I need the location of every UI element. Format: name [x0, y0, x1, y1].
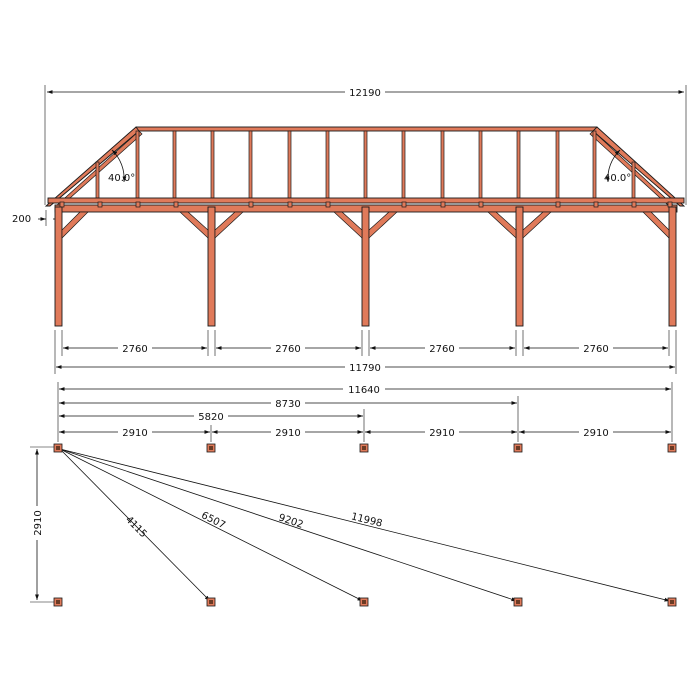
- post-footprint: [513, 597, 523, 607]
- post-footprint: [667, 597, 677, 607]
- cumulative-dimensions: 11640 8730 5820: [57, 382, 673, 442]
- roof-angle-left: 40.0°: [108, 149, 135, 184]
- bay-spacing-2: 2910: [275, 428, 300, 439]
- post-footprint: [359, 443, 369, 453]
- roof-angle-right-label: 40.0°: [604, 173, 631, 184]
- cumulative-two-bays: 5820: [198, 412, 223, 423]
- bay-spacing-3: 2910: [429, 428, 454, 439]
- cumulative-three-bays: 8730: [275, 399, 300, 410]
- depth-label: 2910: [33, 510, 44, 535]
- joist-ends: [59, 201, 673, 208]
- bay-width-4: 2760: [583, 344, 608, 355]
- post-footprint: [53, 443, 63, 453]
- roof-angle-right: 40.0°: [604, 149, 631, 184]
- post-footprint: [53, 597, 63, 607]
- bay-spacing-dimensions: 2910 2910 2910 2910: [58, 426, 671, 439]
- post-footprint: [513, 443, 523, 453]
- eave-offset-label: 200: [12, 214, 31, 225]
- bay-width-dimensions: 2760 2760 2760 2760: [61, 330, 670, 356]
- diagonal-measurements: 4115 6507 9202 11998: [59, 448, 671, 602]
- diagonal-1: 4115: [123, 514, 149, 540]
- eave-offset-dimension: 200: [12, 210, 55, 226]
- bay-spacing-4: 2910: [583, 428, 608, 439]
- posts: [54, 206, 677, 327]
- post-footprint: [667, 443, 677, 453]
- bay-spacing-1: 2910: [122, 428, 147, 439]
- diagonal-3: 9202: [277, 512, 305, 530]
- diagonal-2: 6507: [199, 510, 227, 531]
- post-span-dimension: 11790: [54, 330, 677, 374]
- post-span-label: 11790: [349, 363, 381, 374]
- bay-width-1: 2760: [122, 344, 147, 355]
- cumulative-total: 11640: [348, 385, 380, 396]
- foundation-plan: 11640 8730 5820 2910 2910 2910 2910: [30, 382, 677, 607]
- overall-width-dimension: 12190: [44, 85, 687, 205]
- post-footprint: [206, 443, 216, 453]
- diagonal-4: 11998: [350, 511, 384, 529]
- bay-width-2: 2760: [275, 344, 300, 355]
- bay-width-3: 2760: [429, 344, 454, 355]
- depth-dimension: 2910: [30, 446, 54, 603]
- knee-braces: [61, 211, 670, 239]
- front-elevation: 12190: [12, 85, 687, 374]
- post-footprint: [206, 597, 216, 607]
- post-footprints: [53, 443, 677, 607]
- overall-width-label: 12190: [349, 88, 381, 99]
- roof-studs: [95, 130, 636, 199]
- post-footprint: [359, 597, 369, 607]
- roof-frame: [44, 126, 686, 213]
- roof-angle-left-label: 40.0°: [108, 173, 135, 184]
